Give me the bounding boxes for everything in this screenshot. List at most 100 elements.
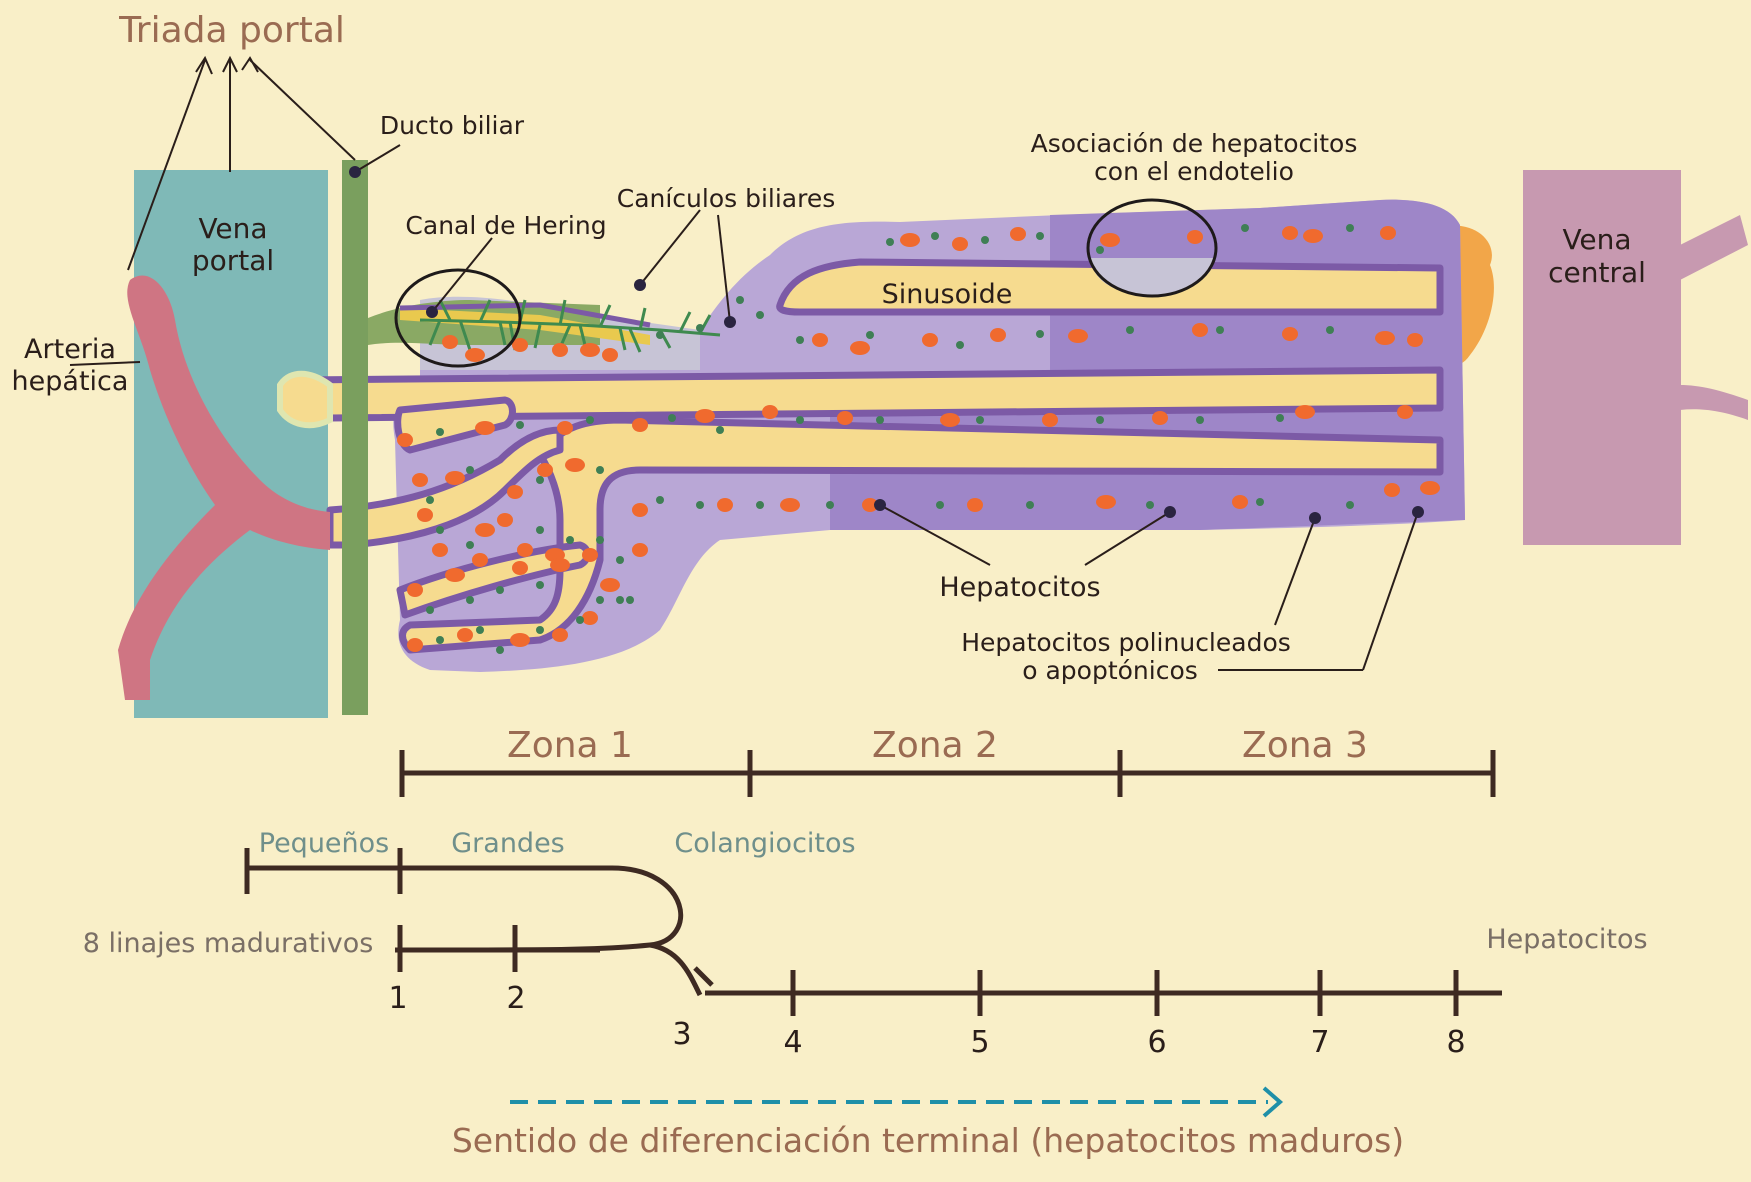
nucleus-mark — [762, 405, 778, 419]
granule-dot — [476, 626, 484, 634]
zone-scale — [399, 750, 1496, 797]
nucleus-mark — [512, 561, 528, 575]
label-asociacion-2: con el endotelio — [1094, 157, 1294, 186]
zone-3-label: Zona 3 — [1242, 725, 1368, 766]
granule-dot — [1346, 224, 1354, 232]
granule-dot — [616, 596, 624, 604]
nucleus-mark — [432, 543, 448, 557]
nucleus-mark — [582, 548, 598, 562]
nucleus-mark — [602, 348, 618, 362]
granule-dot — [668, 414, 676, 422]
nucleus-mark — [517, 543, 533, 557]
granule-dot — [656, 496, 664, 504]
nucleus-mark — [952, 237, 968, 251]
label-ducto-biliar: Ducto biliar — [380, 111, 525, 140]
granule-dot — [566, 536, 574, 544]
nucleus-mark — [552, 343, 568, 357]
nucleus-mark — [417, 508, 433, 522]
label-hepatocitos: Hepatocitos — [939, 572, 1100, 603]
nucleus-mark — [1100, 233, 1120, 247]
footer-caption: Sentido de diferenciación terminal (hepa… — [452, 1121, 1404, 1160]
nucleus-mark — [1303, 229, 1323, 243]
nucleus-mark — [445, 568, 465, 582]
granule-dot — [536, 476, 544, 484]
nucleus-mark — [472, 553, 488, 567]
granule-dot — [1241, 224, 1249, 232]
nucleus-mark — [445, 471, 465, 485]
nucleus-mark — [900, 233, 920, 247]
label-vena-central-1: Vena — [1562, 223, 1631, 256]
label-asociacion-1: Asociación de hepatocitos — [1031, 129, 1358, 158]
lineage-number-6: 6 — [1147, 1025, 1166, 1060]
portal-inflow — [277, 370, 333, 429]
lineage-tree — [244, 848, 1502, 1016]
canal-hering-circle — [394, 268, 522, 368]
nucleus-mark — [537, 463, 553, 477]
nucleus-mark — [862, 498, 878, 512]
lineage-linajes: 8 linajes madurativos — [83, 928, 374, 959]
lineage-number-8: 8 — [1446, 1025, 1465, 1060]
label-canal-hering: Canal de Hering — [405, 211, 606, 240]
nucleus-mark — [1407, 333, 1423, 347]
nucleus-mark — [475, 421, 495, 435]
granule-dot — [516, 421, 524, 429]
granule-dot — [496, 646, 504, 654]
nucleus-mark — [475, 523, 495, 537]
nucleus-mark — [1096, 495, 1116, 509]
granule-dot — [576, 616, 584, 624]
granule-dot — [756, 501, 764, 509]
granule-dot — [931, 232, 939, 240]
nucleus-mark — [497, 513, 513, 527]
nucleus-mark — [812, 333, 828, 347]
granule-dot — [616, 556, 624, 564]
nucleus-mark — [412, 473, 428, 487]
granule-dot — [496, 586, 504, 594]
granule-dot — [536, 526, 544, 534]
granule-dot — [976, 416, 984, 424]
lineage-number-2: 2 — [506, 981, 525, 1016]
nucleus-mark — [507, 485, 523, 499]
granule-dot — [1196, 416, 1204, 424]
nucleus-mark — [1042, 413, 1058, 427]
nucleus-mark — [442, 335, 458, 349]
granule-dot — [466, 596, 474, 604]
granule-dot — [436, 428, 444, 436]
differentiation-arrow — [510, 1086, 1284, 1118]
nucleus-mark — [967, 498, 983, 512]
nucleus-mark — [407, 583, 423, 597]
lineage-pequenos: Pequeños — [259, 828, 390, 859]
granule-dot — [536, 581, 544, 589]
asociacion-circle — [1086, 198, 1218, 298]
nucleus-mark — [557, 421, 573, 435]
nucleus-mark — [1282, 226, 1298, 240]
granule-dot — [1276, 414, 1284, 422]
label-vena-central-2: central — [1548, 256, 1646, 289]
label-arteria-2: hepática — [12, 366, 129, 397]
granule-dot — [876, 416, 884, 424]
granule-dot — [956, 341, 964, 349]
nucleus-mark — [600, 578, 620, 592]
arteria-hepatica-shape — [118, 275, 330, 700]
vena-portal-shape — [134, 170, 328, 718]
nucleus-mark — [837, 411, 853, 425]
nucleus-mark — [1282, 327, 1298, 341]
granule-dot — [426, 496, 434, 504]
granule-dot — [886, 238, 894, 246]
granule-dot — [536, 626, 544, 634]
granule-dot — [1216, 326, 1224, 334]
granule-dot — [1326, 326, 1334, 334]
granule-dot — [1346, 501, 1354, 509]
pointer-dots — [349, 166, 1424, 524]
granule-dot — [1036, 330, 1044, 338]
nucleus-mark — [850, 341, 870, 355]
nucleus-mark — [717, 498, 733, 512]
caniculos-network — [419, 299, 721, 353]
nucleus-mark — [457, 628, 473, 642]
label-vena-portal-2: portal — [192, 244, 274, 277]
nucleus-mark — [1380, 226, 1396, 240]
nucleus-mark — [512, 338, 528, 352]
nucleus-mark — [465, 348, 485, 362]
granule-dot — [1096, 416, 1104, 424]
